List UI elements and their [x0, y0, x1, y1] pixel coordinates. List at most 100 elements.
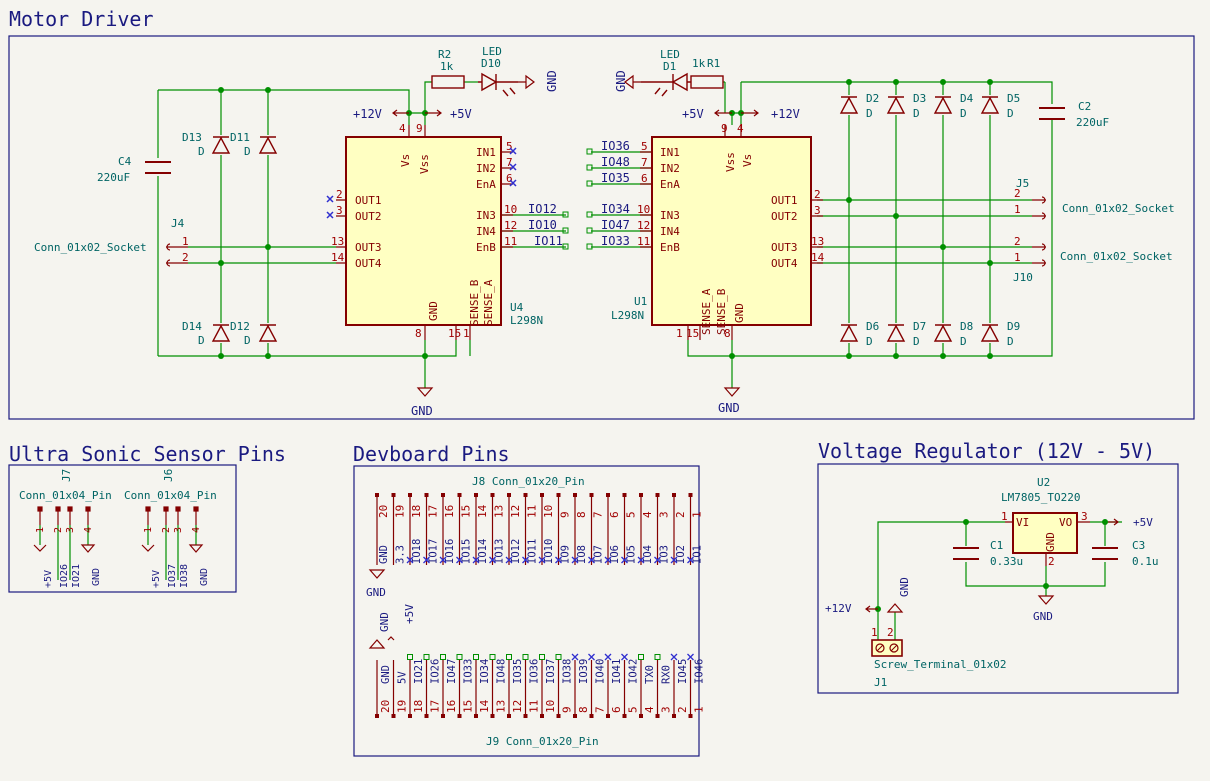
u4-num-6: 6 — [506, 172, 513, 185]
d12-diode[interactable] — [258, 323, 278, 343]
j8-num-5: 5 — [625, 511, 638, 518]
vreg-5v-out: +5V — [1133, 516, 1153, 529]
j6-pin-num-1: 1 — [143, 527, 154, 533]
vreg-gnd: GND — [1033, 610, 1053, 623]
c3-capacitor[interactable] — [1092, 547, 1118, 560]
j9-num-14: 14 — [478, 699, 491, 713]
j9-num-1: 1 — [693, 706, 706, 713]
u4-num-4: 4 — [399, 122, 406, 135]
j5-pin1: 1 — [1014, 203, 1021, 216]
d6-diode[interactable] — [839, 323, 859, 343]
j7-label-1: +5V — [43, 570, 54, 588]
c2-capacitor[interactable] — [1039, 107, 1065, 120]
j8-title: J8 Conn_01x20_Pin — [472, 475, 585, 488]
j9-label-3: RX0 — [661, 665, 673, 684]
d3-ref: D3 — [913, 92, 926, 105]
j9-label-9: IO38 — [562, 659, 574, 684]
u1-num-10: 10 — [637, 203, 650, 216]
d14-diode[interactable] — [211, 323, 231, 343]
c1-capacitor[interactable] — [953, 547, 979, 560]
j5-pin2: 2 — [1014, 187, 1021, 200]
r2-value: 1k — [440, 60, 454, 73]
j6-label-4: GND — [199, 568, 210, 586]
j9-num-2: 2 — [676, 706, 689, 713]
u4-num-15: 15 — [448, 327, 461, 340]
u1-pin-out3: OUT3 — [771, 241, 798, 254]
u1-num-8: 8 — [724, 327, 731, 340]
j9-label-14: IO34 — [479, 659, 491, 684]
j9-num-5: 5 — [627, 706, 640, 713]
d7-diode[interactable] — [886, 323, 906, 343]
d14-value: D — [198, 334, 205, 347]
devboard-frame — [353, 465, 700, 757]
j8-num-16: 16 — [443, 505, 456, 518]
j8-label-3: IO3 — [659, 545, 671, 564]
j9-pin-3 — [655, 714, 660, 718]
r2-resistor[interactable] — [431, 75, 465, 89]
u1-pin-gnd: GND — [733, 303, 746, 323]
d8-diode[interactable] — [933, 323, 953, 343]
j8-num-4: 4 — [641, 511, 654, 518]
j8-connector[interactable]: 20GND193.318IO1817IO1716IO1615IO1514IO14… — [375, 493, 704, 565]
u1-pin-out4: OUT4 — [771, 257, 798, 270]
d10-led[interactable] — [478, 72, 518, 97]
u1-l298n[interactable]: IN1 IN2 EnA IN3 IN4 EnB Vss Vs OUT1 OUT2… — [611, 122, 825, 340]
u1-pin-vs: Vs — [741, 154, 754, 167]
j8-pin-5 — [622, 493, 627, 497]
u2-pin-vo: VO — [1059, 516, 1072, 529]
j8-num-14: 14 — [476, 504, 489, 518]
j9-pin-6 — [606, 714, 610, 718]
j8-label-1: IO1 — [692, 545, 704, 564]
u1-pin-vss: Vss — [724, 152, 737, 172]
d5-diode[interactable] — [980, 95, 1000, 115]
j8-num-3: 3 — [658, 511, 671, 518]
j9-title: J9 Conn_01x20_Pin — [486, 735, 599, 748]
j8-pin-12 — [507, 493, 511, 497]
d4-diode[interactable] — [933, 95, 953, 115]
u4-l298n[interactable]: Vs Vss IN1 IN2 EnA OUT1 OUT2 IN3 IN4 EnB… — [331, 122, 543, 340]
j7-pin-num-4: 4 — [83, 527, 94, 533]
c1-value: 0.33u — [990, 555, 1023, 568]
j8-label-16: IO16 — [444, 539, 456, 564]
j8-pin-15 — [457, 493, 462, 497]
j8-pin-20 — [375, 493, 379, 497]
u4-num-7: 7 — [506, 156, 513, 169]
gnd-led1: GND — [614, 70, 628, 92]
d3-diode[interactable] — [886, 95, 906, 115]
j9-pin-17 — [424, 714, 429, 718]
c4-capacitor[interactable] — [145, 161, 171, 174]
j6-pin-num-4: 4 — [191, 527, 202, 533]
j9-num-12: 12 — [511, 700, 524, 713]
j8-label-18: IO18 — [411, 539, 423, 564]
d2-diode[interactable] — [839, 95, 859, 115]
d13-diode[interactable] — [211, 135, 231, 155]
j6-pin-num-2: 2 — [161, 527, 172, 533]
j8-label-15: IO15 — [461, 539, 473, 564]
j8-gnd-flag: GND — [366, 586, 386, 599]
u1-num-7: 7 — [641, 156, 648, 169]
j9-connector[interactable]: 20GND195V18IO2117IO2616IO4715IO3314IO341… — [375, 653, 706, 718]
u1-pin-in3: IN3 — [660, 209, 680, 222]
u1-pin-in1: IN1 — [660, 146, 680, 159]
u2-regulator[interactable] — [1005, 512, 1090, 566]
j9-pin-15 — [457, 714, 462, 718]
section-title-vreg: Voltage Regulator (12V - 5V) — [818, 439, 1155, 463]
j1-screw-terminal[interactable] — [871, 639, 903, 657]
u1-pin-in4: IN4 — [660, 225, 680, 238]
j4-pin1: 1 — [182, 235, 189, 248]
u4-pin-in1: IN1 — [476, 146, 496, 159]
d9-diode[interactable] — [980, 323, 1000, 343]
j8-pin-13 — [490, 493, 495, 497]
j8-label-19: 3.3 — [395, 545, 407, 564]
d1-led[interactable] — [641, 72, 691, 97]
u4-pin-in3: IN3 — [476, 209, 496, 222]
r1-resistor[interactable] — [690, 75, 724, 89]
u4-pin-enb: EnB — [476, 241, 496, 254]
d11-diode[interactable] — [258, 135, 278, 155]
u4-num-1: 1 — [463, 327, 470, 340]
j8-num-10: 10 — [542, 505, 555, 518]
j8-label-2: IO2 — [675, 545, 687, 564]
j9-pin-5 — [622, 714, 627, 718]
j8-label-11: IO11 — [527, 539, 539, 564]
ultrasonic-frame — [8, 464, 237, 593]
